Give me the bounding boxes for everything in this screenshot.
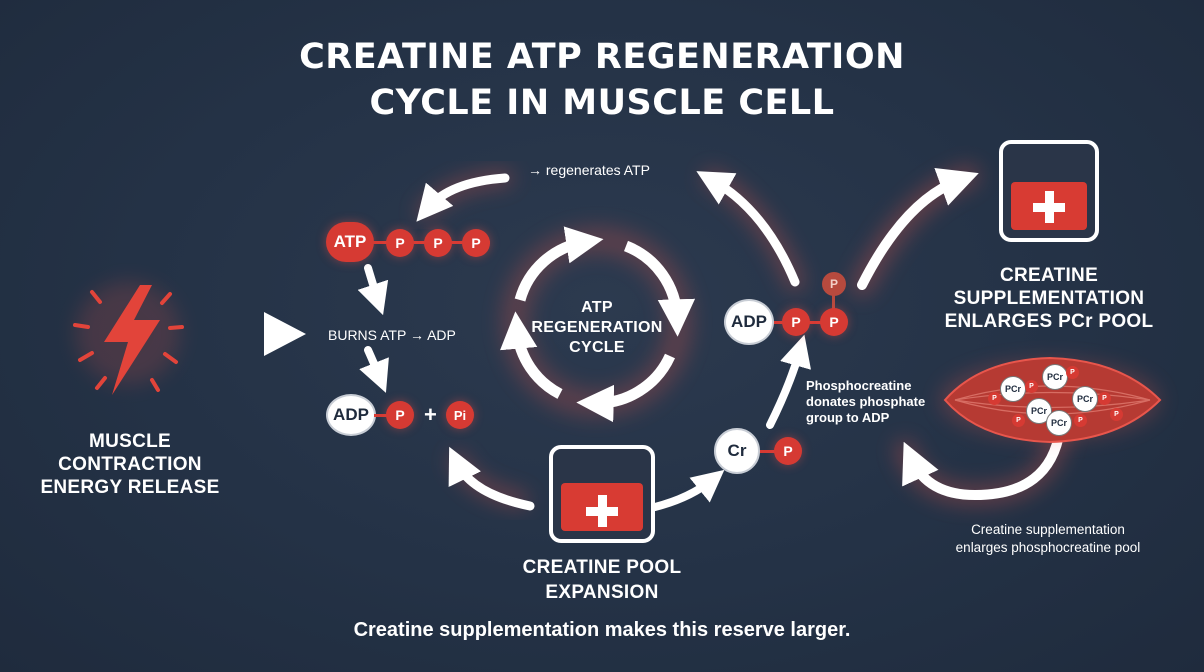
supplementation-header-line-2: SUPPLEMENTATION xyxy=(953,288,1145,309)
cr-node: Cr xyxy=(714,428,760,474)
fiber-phosphate-5: P xyxy=(1012,414,1025,427)
cr-bond xyxy=(756,450,778,453)
phosphocreatine-note: Phosphocreatine donates phosphate group … xyxy=(806,378,946,426)
cycle-arrows-icon xyxy=(500,226,696,423)
inorganic-phosphate: Pi xyxy=(446,401,474,429)
supplementation-header: CREATINE SUPPLEMENTATION ENLARGES PCr PO… xyxy=(930,264,1168,333)
fiber-phosphate-6: P xyxy=(1074,414,1087,427)
cycle-label: ATP REGENERATION CYCLE xyxy=(527,298,667,358)
supplementation-header-line-1: CREATINE xyxy=(999,265,1099,286)
phosphocreatine-note-line-3: group to ADP xyxy=(806,410,890,425)
fiber-phosphate-3: P xyxy=(1066,366,1079,379)
pcr-molecule-1: PCr xyxy=(1000,376,1026,402)
pool-expansion-line-2: EXPANSION xyxy=(545,582,659,603)
fiber-phosphate-1: P xyxy=(988,392,1001,405)
fiber-phosphate-4: P xyxy=(1098,392,1111,405)
fiber-phosphate-7: P xyxy=(1110,408,1123,421)
muscle-contraction-line-1: MUSCLE xyxy=(88,431,172,452)
muscle-contraction-line-2: CONTRACTION xyxy=(58,454,202,475)
atp-node: ATP xyxy=(326,222,374,262)
cycle-label-line-3: CYCLE xyxy=(569,339,625,356)
adp-phosphate-right-1: P xyxy=(782,308,810,336)
phosphocreatine-note-line-2: donates phosphate xyxy=(806,394,926,409)
container-cross-v xyxy=(598,495,607,527)
adp-bond-vertical xyxy=(832,290,835,318)
left-cycle-arrows xyxy=(357,169,535,511)
plus-sign: + xyxy=(424,402,437,427)
cycle-label-line-1: ATP xyxy=(581,299,613,316)
muscle-contraction-line-3: ENERGY RELEASE xyxy=(40,477,220,498)
pcr-molecule-5: PCr xyxy=(1046,410,1072,436)
cr-phosphate: P xyxy=(774,437,802,465)
page-title: CREATINE ATP REGENERATION CYCLE IN MUSCL… xyxy=(0,34,1204,126)
adp-phosphate-right-2: P xyxy=(820,308,848,336)
pcr-molecule-2: PCr xyxy=(1042,364,1068,390)
burns-atp-label: BURNS ATP → ADP xyxy=(328,327,456,343)
atp-phosphate-2: P xyxy=(424,229,452,257)
atp-phosphate-3: P xyxy=(462,229,490,257)
atp-phosphate-1: P xyxy=(386,229,414,257)
adp-node-left: ADP xyxy=(326,394,376,436)
adp-bond-left xyxy=(374,414,388,417)
phosphocreatine-note-line-1: Phosphocreatine xyxy=(806,378,912,393)
right-cycle-arrows xyxy=(651,164,1071,511)
pool-expansion-label: CREATINE POOL EXPANSION xyxy=(492,555,712,605)
supplementation-note-line-2: enlarges phosphocreatine pool xyxy=(955,540,1141,555)
cycle-label-line-2: REGENERATION xyxy=(531,319,663,336)
pool-expansion-line-1: CREATINE POOL xyxy=(522,557,682,578)
title-line-2: CYCLE IN MUSCLE CELL xyxy=(369,83,835,123)
title-line-1: CREATINE ATP REGENERATION xyxy=(299,37,905,77)
energy-release-arrow xyxy=(188,312,306,356)
lightning-bolt-icon xyxy=(73,281,184,395)
supplementation-note-line-1: Creatine supplementation xyxy=(971,522,1125,537)
adp-phosphate-right-added: P xyxy=(822,272,846,296)
muscle-contraction-label: MUSCLE CONTRACTION ENERGY RELEASE xyxy=(40,430,220,499)
pcr-molecule-3: PCr xyxy=(1072,386,1098,412)
supplementation-header-line-3: ENLARGES PCr POOL xyxy=(944,311,1154,332)
fiber-phosphate-2: P xyxy=(1025,380,1038,393)
regenerates-atp-label: → regenerates ATP xyxy=(528,162,650,178)
supplement-container-icon xyxy=(999,140,1099,242)
muscle-fiber-icon xyxy=(940,356,1162,444)
supplementation-note: Creatine supplementation enlarges phosph… xyxy=(928,521,1168,557)
adp-node-right: ADP xyxy=(724,299,774,345)
footer-caption: Creatine supplementation makes this rese… xyxy=(353,619,851,641)
supplement-cross-v xyxy=(1045,191,1054,223)
creatine-container-icon xyxy=(549,445,655,543)
adp-phosphate-left: P xyxy=(386,401,414,429)
